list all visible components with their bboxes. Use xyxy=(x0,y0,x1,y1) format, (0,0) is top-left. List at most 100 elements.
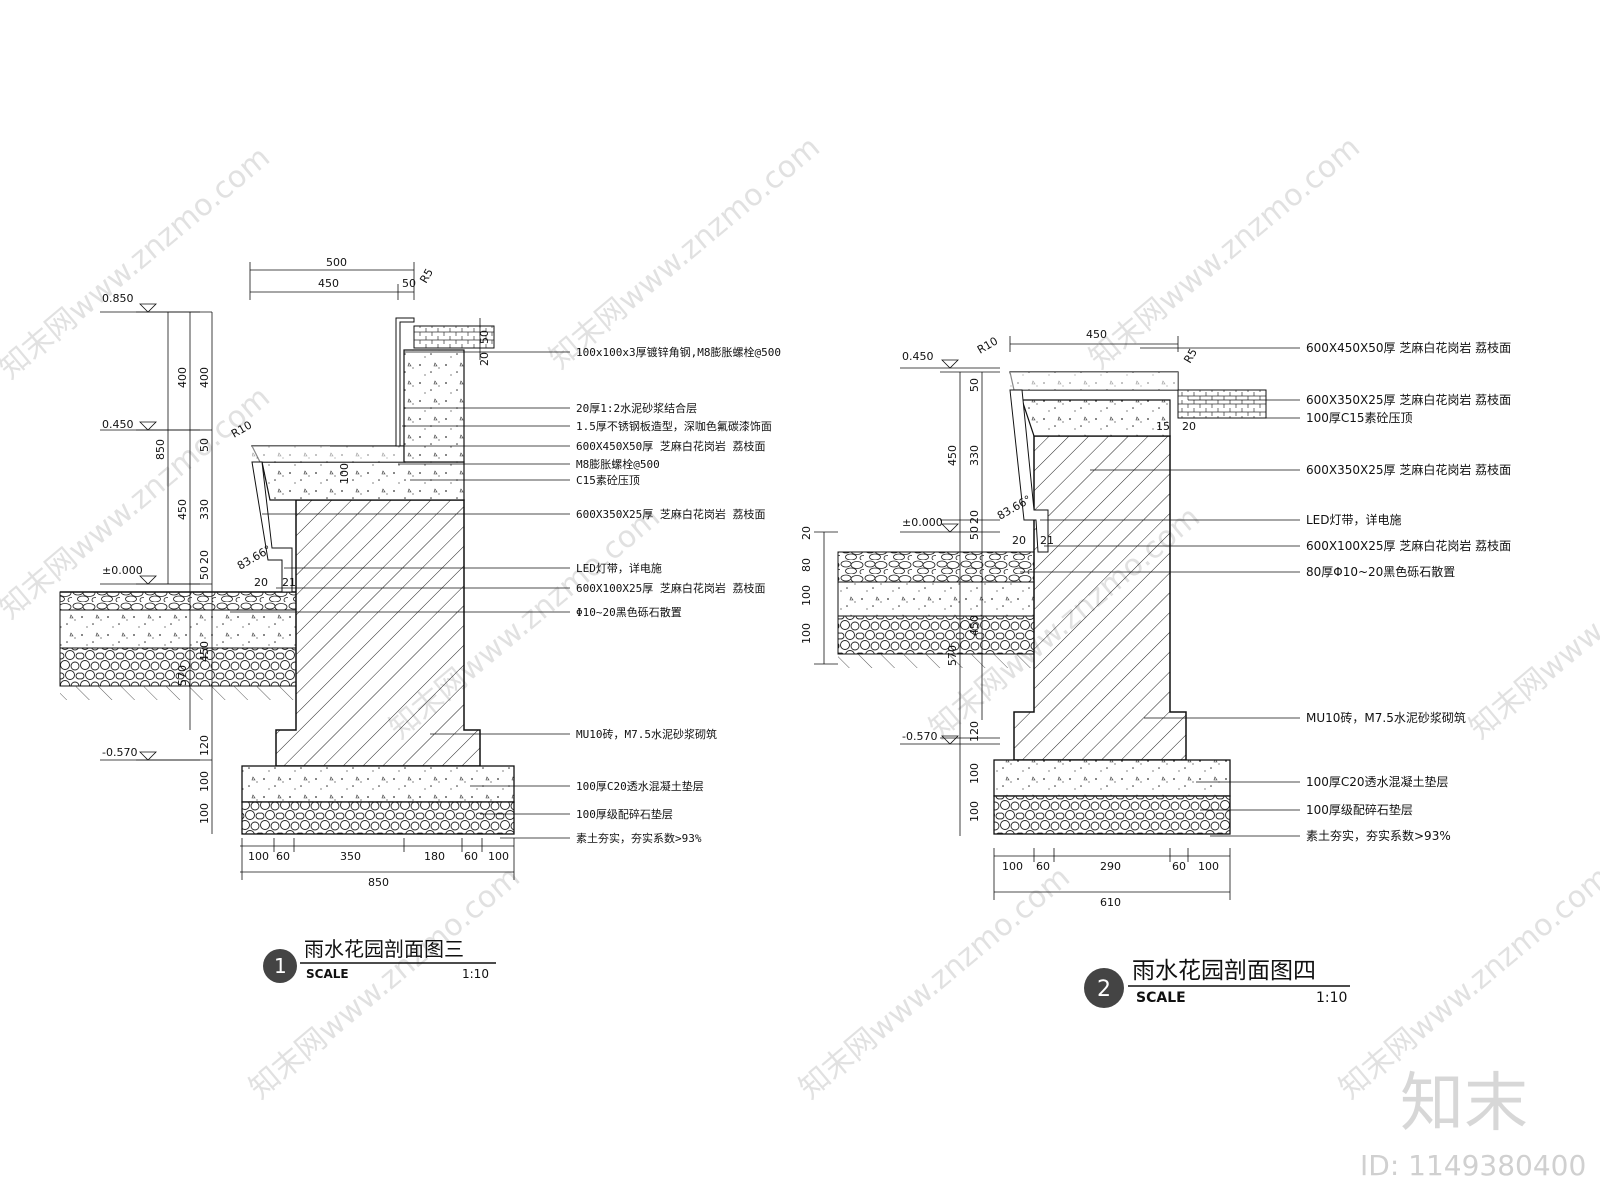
note-label: 素土夯实，夯实系数>93% xyxy=(576,831,702,845)
dim-label: R5 xyxy=(417,266,436,285)
note-label: 600X450X50厚 芝麻白花岗岩 荔枝面 xyxy=(1306,340,1511,355)
section-1-annotations: 0.850 0.450 ±0.000 -0.570 500 450 50 R5 … xyxy=(102,256,781,983)
note-label: 20厚1:2水泥砂浆结合层 xyxy=(576,401,697,415)
note-label: 100厚C15素砼压顶 xyxy=(1306,411,1413,425)
dim-label: 330 xyxy=(968,445,981,466)
elevation-label: 0.850 xyxy=(102,292,134,305)
note-label: 1.5厚不锈钢板造型，深咖色氟碳漆饰面 xyxy=(576,419,772,433)
dim-label: 120 xyxy=(198,735,211,756)
dim-label: 60 xyxy=(464,850,478,863)
dim-label: 290 xyxy=(1100,860,1121,873)
note-label: 素土夯实，夯实系数>93% xyxy=(1306,828,1451,843)
dim-label: 500 xyxy=(326,256,347,269)
dim-label: 60 xyxy=(276,850,290,863)
dim-label: 100 xyxy=(248,850,269,863)
dim-label: 180 xyxy=(424,850,445,863)
watermark-text: 知末网www.znzmo.com xyxy=(1463,500,1600,746)
watermark-text: 知末网www.znzmo.com xyxy=(243,860,527,1106)
watermark-logo: 知末 xyxy=(1400,1067,1528,1141)
dim-label: 450 xyxy=(198,641,211,662)
elevation-label: ±0.000 xyxy=(902,516,943,529)
dim-label: 100 xyxy=(1002,860,1023,873)
dim-label: 50 xyxy=(402,277,416,290)
dim-label: 20 xyxy=(254,576,268,589)
section-title: 雨水花园剖面图四 xyxy=(1132,958,1316,984)
elevation-label: -0.570 xyxy=(902,730,937,743)
section-number-badge xyxy=(263,949,297,983)
watermark-text: 知末网www.znzmo.com xyxy=(0,140,277,386)
radius-label: R5 xyxy=(1181,346,1200,365)
dim-label: 20 xyxy=(198,550,211,564)
dim-label: 60 xyxy=(1172,860,1186,873)
scale-value: 1:10 xyxy=(462,967,489,981)
note-label: 100厚级配碎石垫层 xyxy=(1306,802,1413,817)
dim-label: 20 xyxy=(478,352,491,366)
watermark-text: 知末网www.znzmo.com xyxy=(1083,130,1367,376)
dim-label: 850 xyxy=(154,439,167,460)
dim-label: 450 xyxy=(176,499,189,520)
radius-label: R10 xyxy=(975,335,1000,357)
dim-label: 350 xyxy=(340,850,361,863)
dim-label: 330 xyxy=(198,499,211,520)
elevation-label: ±0.000 xyxy=(102,564,143,577)
dim-label: 100 xyxy=(198,803,211,824)
note-label: 600X350X25厚 芝麻白花岗岩 荔枝面 xyxy=(1306,392,1511,407)
section-number: 1 xyxy=(274,954,287,978)
note-label: 100厚C20透水混凝土垫层 xyxy=(1306,774,1449,789)
dim-label: 50 xyxy=(198,438,211,452)
dim-label: 400 xyxy=(176,367,189,388)
note-label: M8膨胀螺栓@500 xyxy=(576,457,660,471)
note-label: 600X350X25厚 芝麻白花岗岩 荔枝面 xyxy=(576,507,765,521)
note-label: 100x100x3厚镀锌角钢,M8膨胀螺栓@500 xyxy=(576,345,781,359)
note-label: 100厚C20透水混凝土垫层 xyxy=(576,779,704,793)
dim-label: 15 xyxy=(1156,420,1170,433)
dim-label: 21 xyxy=(282,576,296,589)
dim-label: 20 xyxy=(1182,420,1196,433)
note-label: MU10砖，M7.5水泥砂浆砌筑 xyxy=(1306,710,1466,725)
dim-label: 80 xyxy=(800,558,813,572)
dim-label: 850 xyxy=(368,876,389,889)
dim-label: 21 xyxy=(1040,534,1054,547)
section-title: 雨水花园剖面图三 xyxy=(304,937,464,961)
elevation-label: 0.450 xyxy=(102,418,134,431)
dim-label: 450 xyxy=(318,277,339,290)
dim-label: 100 xyxy=(800,623,813,644)
section-number-badge xyxy=(1084,968,1124,1008)
note-label: 600X350X25厚 芝麻白花岗岩 荔枝面 xyxy=(1306,462,1511,477)
dim-label: 50 xyxy=(478,330,491,344)
note-label: MU10砖，M7.5水泥砂浆砌筑 xyxy=(576,727,717,741)
dim-label: 400 xyxy=(198,367,211,388)
scale-label: SCALE xyxy=(1136,990,1186,1006)
dim-label: 100 xyxy=(968,763,981,784)
note-label: 100厚级配碎石垫层 xyxy=(576,807,673,821)
dim-label: 610 xyxy=(1100,896,1121,909)
dim-label: 450 xyxy=(968,615,981,636)
elevation-label: -0.570 xyxy=(102,746,137,759)
dim-label: 100 xyxy=(800,585,813,606)
section-2-drawing xyxy=(814,336,1300,900)
dim-label: 100 xyxy=(488,850,509,863)
dim-label: 20 xyxy=(968,510,981,524)
section-number: 2 xyxy=(1097,977,1111,1002)
dim-label: 50 xyxy=(198,566,211,580)
note-label: 80厚Φ10~20黑色砾石散置 xyxy=(1306,564,1455,579)
dim-label: 450 xyxy=(946,445,959,466)
note-label: 600X100X25厚 芝麻白花岗岩 荔枝面 xyxy=(576,581,765,595)
watermark-text: 知末网www.znzmo.com xyxy=(793,860,1077,1106)
note-label: 600X100X25厚 芝麻白花岗岩 荔枝面 xyxy=(1306,538,1511,553)
dim-label: 570 xyxy=(176,665,189,686)
note-label: C15素砼压顶 xyxy=(576,474,640,487)
note-label: 600X450X50厚 芝麻白花岗岩 荔枝面 xyxy=(576,439,765,453)
note-label: Φ10~20黑色砾石散置 xyxy=(576,605,682,619)
dim-label: 100 xyxy=(198,771,211,792)
dim-label: 570 xyxy=(946,645,959,666)
dim-label: 120 xyxy=(968,721,981,742)
elevation-label: 0.450 xyxy=(902,350,934,363)
watermark-id: ID: 1149380400 xyxy=(1360,1149,1586,1182)
note-label: LED灯带，详电施 xyxy=(576,561,662,575)
dim-label: 50 xyxy=(968,526,981,540)
section-2-annotations: 0.450 ±0.000 -0.570 450 R10 R5 50 450 33… xyxy=(800,328,1511,1008)
dim-label: 450 xyxy=(1086,328,1107,341)
scale-label: SCALE xyxy=(306,967,349,981)
